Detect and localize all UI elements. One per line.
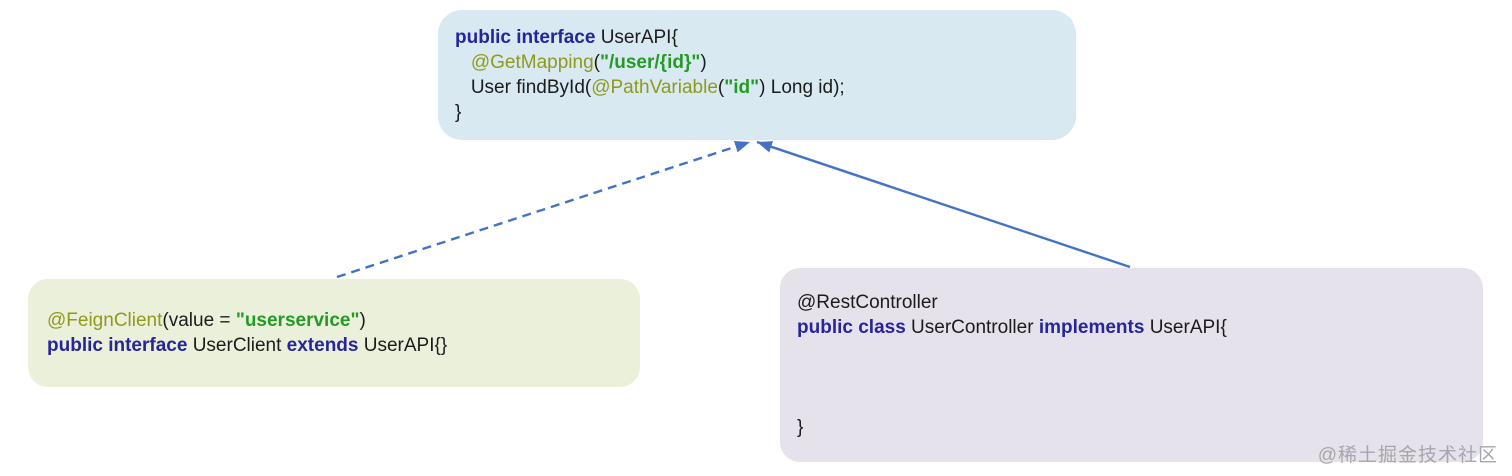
implements-arrow bbox=[756, 140, 1131, 269]
code-token: UserAPI{ bbox=[595, 27, 678, 48]
code-token: } bbox=[455, 102, 462, 123]
code-line: public interface UserClient extends User… bbox=[47, 333, 620, 358]
code-token: (value = bbox=[162, 310, 236, 331]
code-token: UserClient bbox=[187, 335, 287, 356]
code-token: implements bbox=[1038, 317, 1145, 338]
site-watermark: @稀土掘金技术社区 bbox=[1317, 445, 1498, 466]
code-token: public interface bbox=[455, 27, 596, 48]
code-line: } bbox=[797, 415, 1463, 440]
code-token: UserController bbox=[905, 317, 1039, 338]
code-line bbox=[797, 365, 1463, 390]
user-api-interface-box: public interface UserAPI{ @GetMapping("/… bbox=[438, 10, 1076, 140]
code-line: @GetMapping("/user/{id}") bbox=[455, 50, 1056, 75]
code-token bbox=[455, 52, 471, 73]
code-token: public class bbox=[797, 317, 906, 338]
code-token: extends bbox=[286, 335, 359, 356]
code-line: User findById(@PathVariable("id") Long i… bbox=[455, 75, 1056, 100]
code-token: User findById( bbox=[455, 77, 592, 98]
code-token: public interface bbox=[47, 335, 188, 356]
extends-arrow bbox=[336, 140, 751, 279]
code-line: @RestController bbox=[797, 290, 1463, 315]
code-token: UserAPI{ bbox=[1144, 317, 1227, 338]
code-line: } bbox=[455, 100, 1056, 125]
code-token: @RestController bbox=[797, 292, 938, 313]
code-token: ) bbox=[700, 52, 707, 73]
code-token: "userservice" bbox=[235, 310, 360, 331]
user-client-feign-box: @FeignClient(value = "userservice")publi… bbox=[28, 279, 640, 387]
code-token: ) Long id); bbox=[759, 77, 845, 98]
code-token: ( bbox=[593, 52, 600, 73]
code-line: @FeignClient(value = "userservice") bbox=[47, 308, 620, 333]
code-line: public interface UserAPI{ bbox=[455, 25, 1056, 50]
code-token: @FeignClient bbox=[47, 310, 163, 331]
code-token: ( bbox=[717, 77, 725, 98]
code-token: } bbox=[797, 417, 804, 438]
code-token: "id" bbox=[724, 77, 760, 98]
code-token: @GetMapping bbox=[470, 52, 594, 73]
code-token: UserAPI{} bbox=[358, 335, 448, 356]
code-token: "/user/{id}" bbox=[599, 52, 701, 73]
code-line bbox=[797, 340, 1463, 365]
code-token: @PathVariable bbox=[591, 77, 718, 98]
code-line: public class UserController implements U… bbox=[797, 315, 1463, 340]
code-token: ) bbox=[359, 310, 366, 331]
code-line bbox=[797, 390, 1463, 415]
